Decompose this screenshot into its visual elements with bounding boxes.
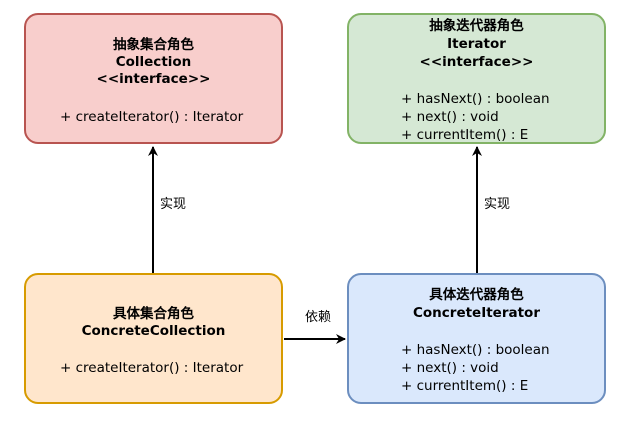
edge-label-realize-collection: 实现	[160, 197, 187, 212]
iterator-stereotype: <<interface>>	[419, 54, 534, 70]
collection-title-en: Collection	[115, 54, 192, 70]
edge-label-realize-iterator: 实现	[484, 197, 511, 212]
concrete-iterator-title-en: ConcreteIterator	[412, 305, 540, 321]
iterator-interface-box[interactable]: 抽象迭代器角色 Iterator <<interface>> + hasNext…	[347, 13, 606, 144]
concrete-collection-method: + createIterator() : Iterator	[60, 360, 244, 376]
collection-method: + createIterator() : Iterator	[60, 109, 244, 125]
collection-interface-box[interactable]: 抽象集合角色 Collection <<interface>> + create…	[24, 13, 283, 144]
concrete-iterator-method: + hasNext() : boolean	[401, 342, 550, 358]
concrete-collection-title-en: ConcreteCollection	[81, 323, 226, 339]
edge-label-dependency: 依赖	[305, 310, 332, 325]
concrete-iterator-method: + currentItem() : E	[401, 378, 529, 394]
concrete-iterator-box[interactable]: 具体迭代器角色 ConcreteIterator + hasNext() : b…	[347, 273, 606, 404]
concrete-iterator-method: + next() : void	[401, 360, 499, 376]
iterator-method: + next() : void	[401, 109, 499, 125]
concrete-collection-box[interactable]: 具体集合角色 ConcreteCollection + createIterat…	[24, 273, 283, 404]
iterator-method: + hasNext() : boolean	[401, 91, 550, 107]
collection-stereotype: <<interface>>	[96, 71, 211, 87]
concrete-collection-title-cn: 具体集合角色	[113, 306, 194, 322]
collection-title-cn: 抽象集合角色	[113, 37, 194, 53]
concrete-iterator-title-cn: 具体迭代器角色	[429, 287, 524, 303]
iterator-title-cn: 抽象迭代器角色	[429, 18, 524, 34]
iterator-method: + currentItem() : E	[401, 127, 529, 143]
iterator-title-en: Iterator	[447, 36, 506, 52]
